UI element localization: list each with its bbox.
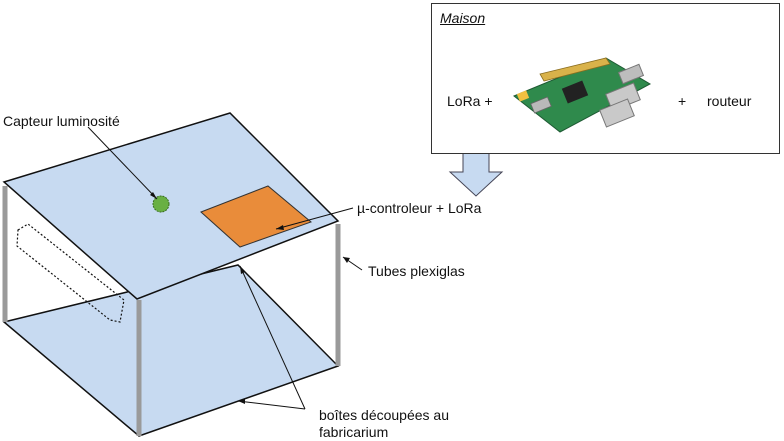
maison-title: Maison <box>440 10 486 26</box>
top-panel <box>2 112 340 300</box>
microcontroller-board <box>200 185 312 248</box>
sensor-callout-arrowhead <box>150 192 157 199</box>
maison-box: Maison LoRa + + routeur <box>431 3 780 154</box>
boxes-callout-arrowhead-bottom <box>238 399 245 404</box>
plus-label: + <box>678 93 687 109</box>
controller-label: µ-controleur + LoRa <box>357 200 482 216</box>
boxes-label-line1: boîtes découpées au <box>319 407 449 423</box>
tubes-callout-arrowhead <box>343 257 350 263</box>
boxes-label-line2: fabricarium <box>319 424 389 440</box>
router-label: routeur <box>707 93 752 109</box>
raspberry-pi-board-icon <box>513 57 652 133</box>
controller-callout-line <box>275 207 354 230</box>
controller-callout-arrowhead <box>276 225 284 230</box>
boxes-callout-arrowhead-top <box>240 266 245 274</box>
tubes-label: Tubes plexiglas <box>368 263 465 279</box>
bottom-panel <box>2 264 340 437</box>
boxes-callout-line-top <box>239 265 306 410</box>
sensor-callout-line <box>87 126 158 200</box>
boxes-callout-line-bottom <box>237 400 306 410</box>
dashed-cutout <box>16 223 125 323</box>
lora-label: LoRa + <box>447 93 493 109</box>
light-sensor <box>152 195 170 213</box>
sensor-label: Capteur luminosité <box>3 113 120 129</box>
